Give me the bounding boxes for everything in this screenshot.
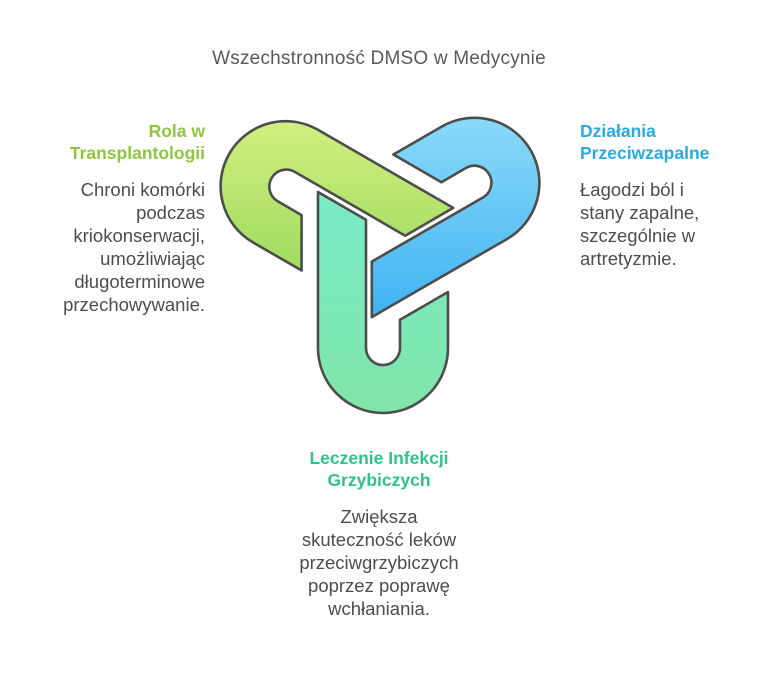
antifungal-loop [316,190,450,415]
node-anti-inflammatory-body: Łagodzi ból i stany zapalne, szczególnie… [580,179,700,269]
anti-inflammatory-loop [370,116,541,319]
node-anti-inflammatory: Działania Przeciwzapalne Łagodzi ból i s… [580,120,758,270]
node-antifungal-body: Zwiększa skuteczność leków przeciwgrzybi… [299,506,459,619]
node-antifungal-heading: Leczenie Infekcji Grzybiczych [309,448,449,490]
node-antifungal: Leczenie Infekcji Grzybiczych Zwiększa s… [249,447,509,620]
node-transplantology-body: Chroni komórki podczas kriokonserwacji, … [63,179,205,315]
node-transplantology: Rola w Transplantologii Chroni komórki p… [8,120,205,316]
diagram-title: Wszechstronność DMSO w Medycynie [212,48,546,69]
transplantology-loop [219,119,455,272]
dmso-knot-diagram [219,116,541,415]
node-anti-inflammatory-heading: Działania Przeciwzapalne [580,121,710,163]
node-transplantology-heading: Rola w Transplantologii [69,121,205,163]
